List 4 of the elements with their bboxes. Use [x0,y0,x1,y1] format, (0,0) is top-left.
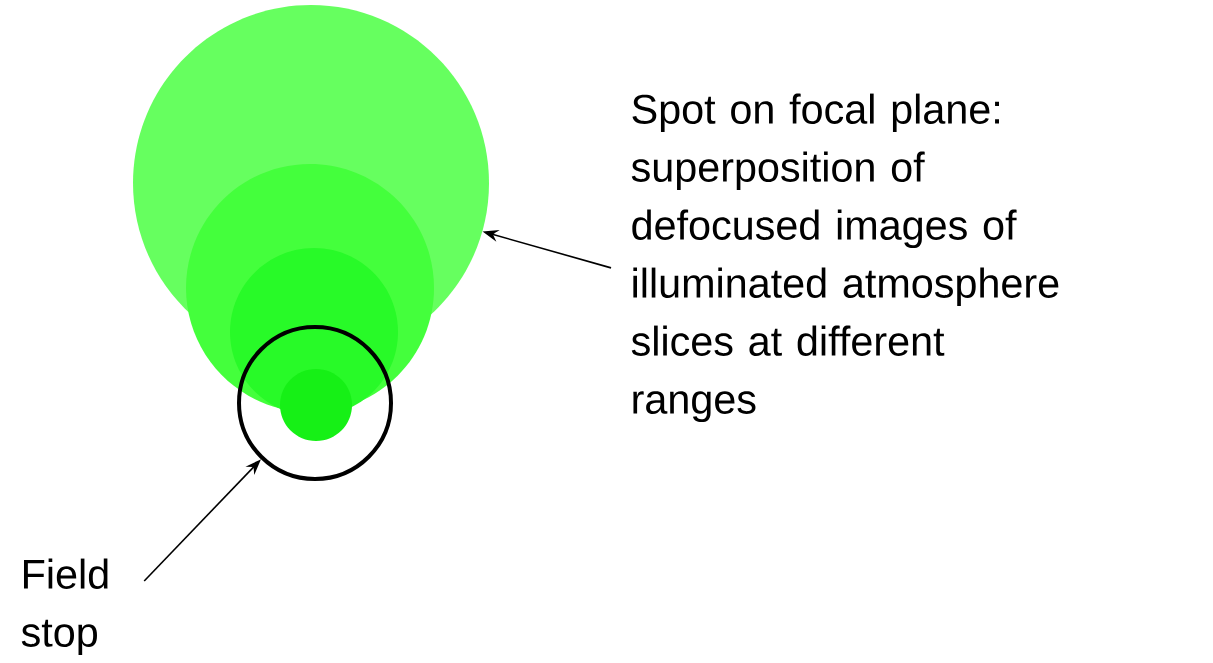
light-spot-drawing [133,5,489,441]
annotation-text: Field stop [21,558,108,656]
field-stop-circle [237,325,393,481]
annotation-text: Spot on focal plane: superposition of defocused images of illuminated atmosphere slices at different ranges [631,93,1059,423]
